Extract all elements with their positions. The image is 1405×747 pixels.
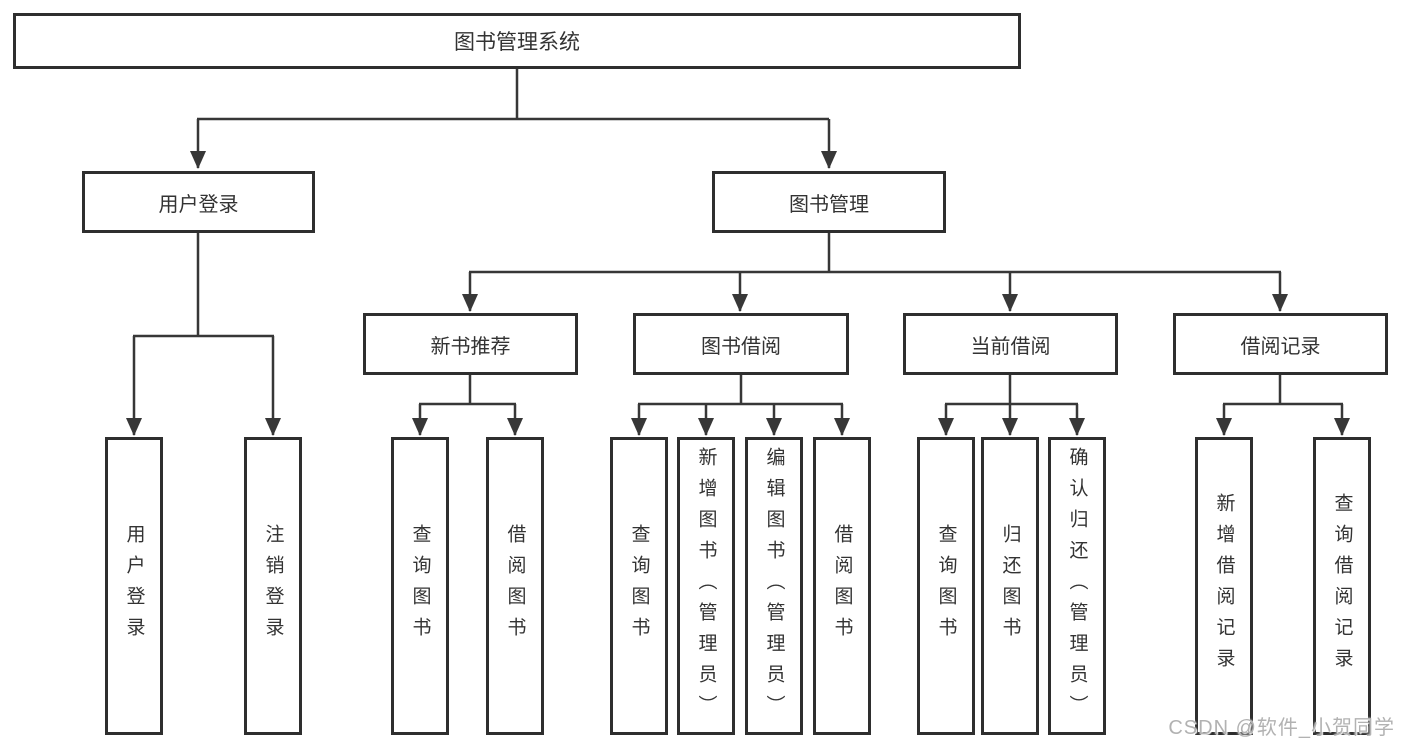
node-label: 新书推荐 bbox=[430, 335, 511, 358]
leaf-label: 归还图书 bbox=[999, 524, 1021, 648]
leaf-label: 新增图书（管理员） bbox=[695, 446, 717, 726]
leaf-label: 注销登录 bbox=[262, 524, 284, 648]
node-root: 图书管理系统 bbox=[13, 13, 1021, 69]
node-leaf-query-books-borrow: 查询图书 bbox=[610, 437, 668, 735]
node-leaf-add-borrow-record: 新增借阅记录 bbox=[1195, 437, 1253, 735]
node-leaf-return-books: 归还图书 bbox=[981, 437, 1039, 735]
node-borrowing-records: 借阅记录 bbox=[1173, 313, 1388, 375]
node-leaf-edit-books-admin: 编辑图书（管理员） bbox=[745, 437, 803, 735]
leaf-label: 编辑图书（管理员） bbox=[763, 446, 785, 726]
leaf-label: 新增借阅记录 bbox=[1213, 493, 1235, 679]
node-book-borrowing: 图书借阅 bbox=[633, 313, 849, 375]
node-label: 图书借阅 bbox=[701, 335, 781, 358]
leaf-label: 查询图书 bbox=[628, 524, 650, 648]
leaf-label: 借阅图书 bbox=[504, 524, 526, 648]
leaf-label: 确认归还（管理员） bbox=[1066, 446, 1088, 726]
connector-recommend-split bbox=[419, 375, 516, 406]
connector-records-split bbox=[1223, 375, 1343, 406]
node-leaf-logout: 注销登录 bbox=[244, 437, 302, 735]
node-label: 当前借阅 bbox=[970, 335, 1051, 358]
node-leaf-add-books-admin: 新增图书（管理员） bbox=[677, 437, 735, 735]
node-label: 图书管理 bbox=[789, 193, 869, 216]
node-root-label: 图书管理系统 bbox=[454, 31, 580, 54]
node-leaf-user-login: 用户登录 bbox=[105, 437, 163, 735]
leaf-label: 借阅图书 bbox=[831, 524, 853, 648]
connector-current-split bbox=[945, 375, 1078, 406]
leaf-label: 查询图书 bbox=[935, 524, 957, 648]
connector-root-split bbox=[197, 68, 829, 121]
node-leaf-borrow-books-recommend: 借阅图书 bbox=[486, 437, 544, 735]
node-leaf-query-books-current: 查询图书 bbox=[917, 437, 975, 735]
node-new-book-recommendation: 新书推荐 bbox=[363, 313, 578, 375]
node-user-login: 用户登录 bbox=[82, 171, 315, 233]
node-label: 用户登录 bbox=[158, 193, 239, 216]
leaf-label: 查询图书 bbox=[409, 524, 431, 648]
connector-user-login-split bbox=[133, 233, 274, 338]
leaf-label: 查询借阅记录 bbox=[1331, 493, 1353, 679]
node-leaf-borrow-books: 借阅图书 bbox=[813, 437, 871, 735]
node-leaf-query-books-recommend: 查询图书 bbox=[391, 437, 449, 735]
node-leaf-query-borrow-record: 查询借阅记录 bbox=[1313, 437, 1371, 735]
leaf-label: 用户登录 bbox=[123, 524, 145, 648]
node-current-borrowing: 当前借阅 bbox=[903, 313, 1118, 375]
connector-borrowing-split bbox=[638, 375, 843, 406]
node-book-management: 图书管理 bbox=[712, 171, 946, 233]
node-leaf-confirm-return-admin: 确认归还（管理员） bbox=[1048, 437, 1106, 735]
connector-book-mgmt-split bbox=[469, 233, 1281, 274]
csdn-watermark: CSDN @软件_小贺同学 bbox=[1168, 717, 1395, 739]
node-label: 借阅记录 bbox=[1240, 335, 1321, 358]
